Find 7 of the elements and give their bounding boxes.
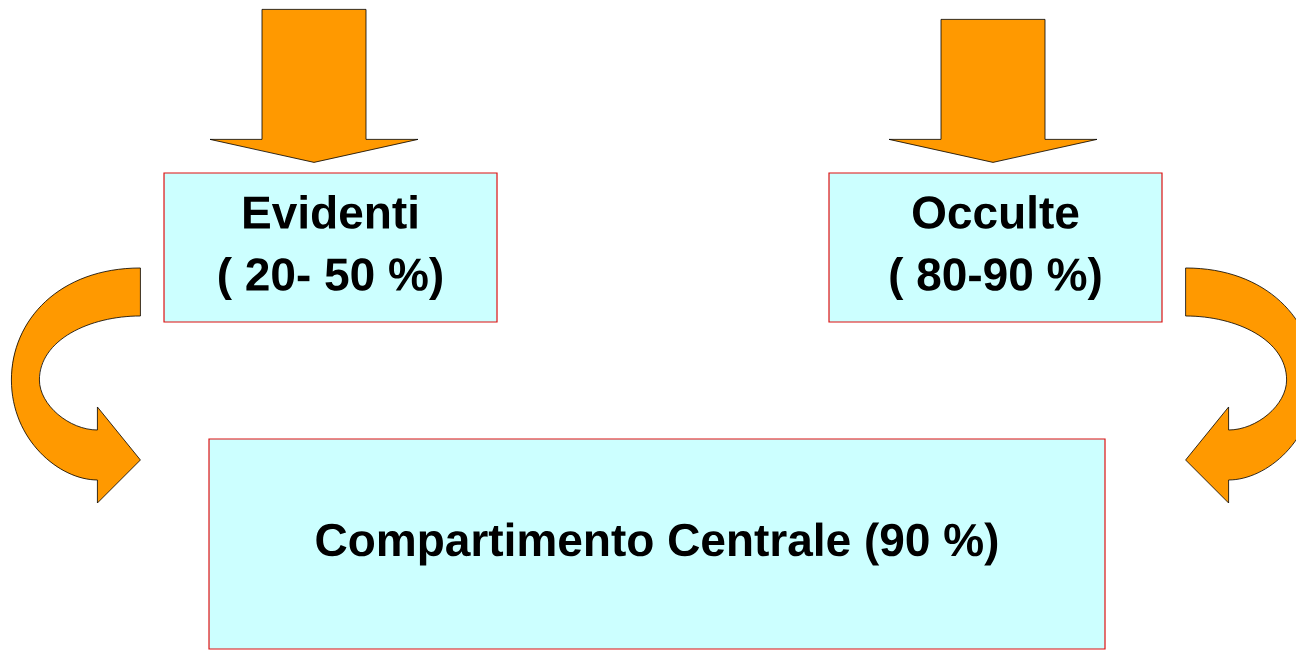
block-arrow [888, 19, 1098, 163]
text-box: Occulte ( 80-90 %) [828, 172, 1163, 323]
block-arrow [209, 9, 419, 163]
text-box: Evidenti ( 20- 50 %) [163, 172, 498, 323]
text-box: Compartimento Centrale (90 %) [208, 438, 1106, 650]
block-arrow [1185, 267, 1296, 504]
block-arrow [11, 267, 141, 504]
